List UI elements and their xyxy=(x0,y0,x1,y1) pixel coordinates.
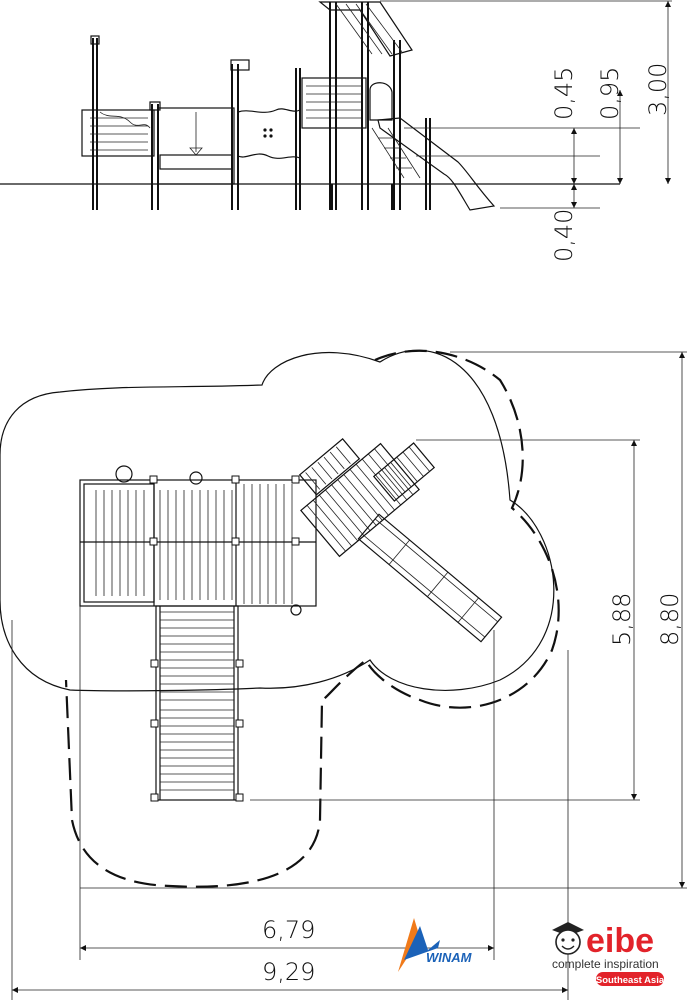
dim-0-95: 0,95 xyxy=(596,67,624,120)
winam-wordmark: WINAM xyxy=(426,950,473,965)
winam-logo: WINAM xyxy=(398,918,473,972)
dim-0-40: 0,40 xyxy=(550,209,578,262)
side-elevation-view: 0,45 0,95 3,00 0,40 xyxy=(0,0,672,262)
plan-view: 5,88 8,80 6,79 9,29 xyxy=(0,349,687,1000)
dim-9-29: 9,29 xyxy=(262,958,315,986)
region-label: Southeast Asia xyxy=(596,975,665,986)
dim-0-45: 0,45 xyxy=(550,67,578,120)
dim-6-79: 6,79 xyxy=(262,916,315,944)
region-badge xyxy=(596,972,664,986)
dim-3-00: 3,00 xyxy=(644,63,672,116)
eibe-tagline: complete inspiration xyxy=(552,957,659,971)
dim-5-88: 5,88 xyxy=(608,593,636,646)
eibe-logo: eibe complete inspiration Southeast Asia xyxy=(552,922,665,986)
eibe-face-icon xyxy=(552,922,584,955)
eibe-wordmark: eibe xyxy=(586,922,654,960)
dim-8-80: 8,80 xyxy=(656,593,684,646)
